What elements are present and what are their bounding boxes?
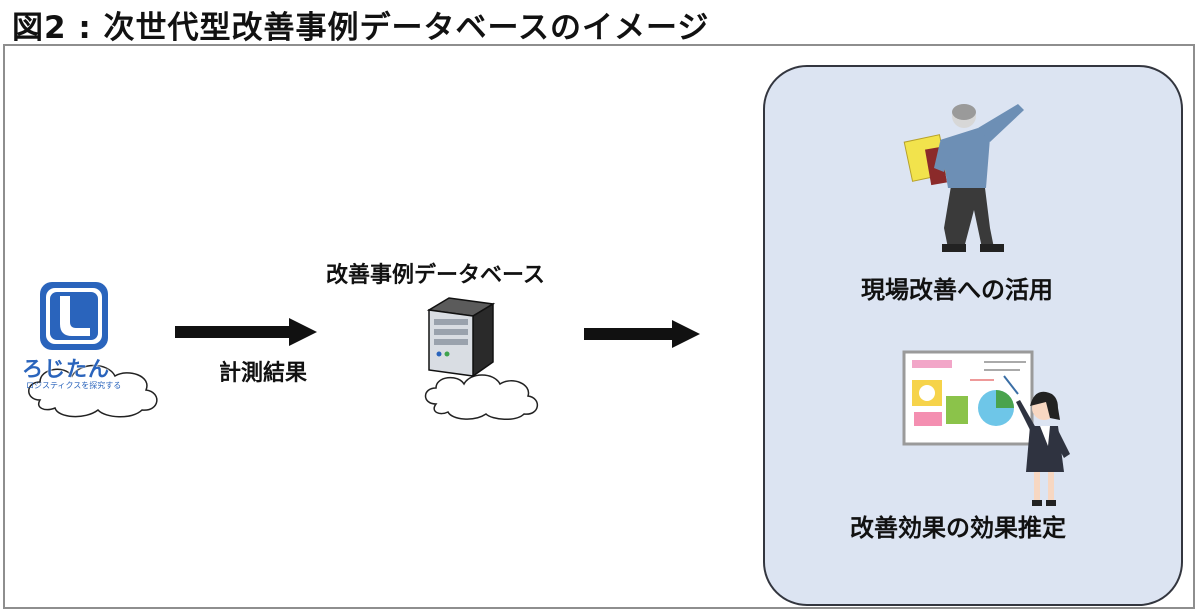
app-tagline: ロジスティクスを探究する <box>26 381 122 390</box>
presenter-woman-icon <box>902 350 1070 506</box>
app-name: ろじたん <box>22 357 110 381</box>
arrow-right-icon <box>175 318 317 346</box>
app-logo-icon <box>40 282 108 350</box>
measurement-label: 計測結果 <box>219 361 308 386</box>
site-improvement-label: 現場改善への活用 <box>861 276 1053 304</box>
figure-title: 図2 : 次世代型改善事例データベースのイメージ <box>12 10 710 46</box>
pointing-man-icon <box>903 104 1024 252</box>
cloud-icon <box>28 364 158 418</box>
effect-estimation-label: 改善効果の効果推定 <box>850 514 1066 542</box>
server-icon <box>426 297 496 378</box>
cloud-icon <box>424 374 538 420</box>
arrow-right-icon <box>584 320 700 348</box>
database-label: 改善事例データベース <box>326 263 545 288</box>
